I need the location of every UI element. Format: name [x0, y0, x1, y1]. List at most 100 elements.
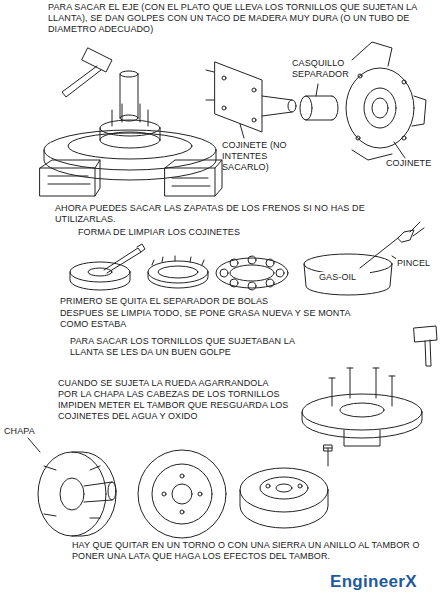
spacer-bushing-part	[300, 96, 312, 120]
ball-cage-part	[216, 258, 288, 288]
instruction-note: CUANDO SE SUJETA LA RUEDA AGARRANDOLA PO…	[58, 378, 290, 422]
part-name: COJINETE (NO INTENTES SACARLO)	[222, 140, 300, 173]
wooden-blocks-part	[40, 168, 95, 196]
ball-cage-part	[230, 259, 238, 267]
bearing-ring-part	[148, 272, 208, 288]
ball-cage-part	[230, 279, 238, 287]
bearing-ring-part	[152, 256, 204, 265]
brake-drum-part	[198, 492, 202, 496]
gas-oil-bowl-part	[304, 264, 392, 295]
bearing-ring	[148, 256, 208, 288]
ball-cage-part	[266, 279, 274, 287]
cut-drum-part	[240, 490, 328, 528]
cut-drum	[240, 468, 328, 528]
brake-drum-plate-part	[44, 150, 216, 180]
hub-flange-part	[252, 118, 256, 122]
leader-lines-part	[240, 124, 244, 138]
hammer-part	[62, 66, 101, 97]
bearing-tray-part	[70, 262, 130, 282]
brake-drum-plate-part	[68, 133, 192, 159]
ball-cage-part	[276, 269, 284, 277]
wooden-tube-part	[120, 115, 138, 121]
gas-oil-bowl-part	[398, 230, 414, 242]
ball-cage	[216, 256, 288, 290]
leader-lines-part	[28, 438, 40, 452]
cut-drum-part	[276, 484, 292, 492]
hub-flange-part	[222, 76, 226, 80]
hammer-part	[82, 48, 112, 72]
instruction-note: PARA SACAR EL EJE (CON EL PLATO QUE LLEV…	[48, 2, 436, 35]
cut-drum-part	[260, 477, 308, 499]
wheel-disc-part	[44, 466, 100, 518]
wheel-disc-part	[108, 482, 116, 500]
brake-drum-plate-part	[100, 132, 160, 148]
leader-lines-part	[394, 142, 405, 158]
leader-lines	[28, 84, 405, 452]
instruction-note: HAY QUE QUITAR EN UN TORNO O CON UNA SIE…	[72, 540, 422, 562]
part-name: PINCEL	[396, 258, 438, 269]
bearing-tray-part	[137, 244, 145, 252]
ball-cage-part	[248, 282, 256, 290]
part-name: CASQUILLO SEPARADOR	[292, 58, 354, 80]
wooden-tube-part	[120, 71, 138, 77]
brake-drum-part	[152, 464, 212, 524]
hammer-2-part	[414, 326, 437, 342]
wheel-disc	[38, 452, 116, 536]
wheel-disc-part	[38, 452, 106, 536]
part-name: GAS-OIL	[318, 272, 370, 283]
hub-flange-part	[215, 62, 262, 132]
spacer-bushing-part	[332, 96, 338, 120]
wooden-tube-part	[120, 74, 138, 118]
hub-with-studs-part	[344, 430, 380, 446]
hub-with-studs-part	[340, 403, 384, 417]
instruction-note: DESPUES SE LIMPIA TODO, SE PONE GRASA NU…	[60, 308, 360, 330]
steering-knuckle-part	[364, 88, 396, 128]
brake-drum	[138, 450, 226, 538]
wooden-blocks-part	[48, 176, 210, 186]
ball-cage-part	[220, 269, 228, 277]
brake-drum-plate	[44, 104, 216, 180]
bearing-tray-part	[104, 248, 141, 273]
steering-knuckle-part	[356, 136, 360, 140]
section-heading: FORMA DE LIMPIAR LOS COJINETES	[78, 227, 298, 238]
hub-flange-part	[252, 88, 256, 92]
leader-lines-part	[316, 84, 318, 96]
steering-knuckle-part	[352, 96, 426, 160]
hub-flange-part	[206, 70, 214, 100]
part-name: CHAPA	[4, 426, 44, 437]
spacer-bushing-part	[306, 96, 332, 120]
brake-drum-part	[162, 492, 166, 496]
steering-knuckle-part	[358, 74, 362, 78]
bearing-tray-part	[70, 272, 130, 290]
cut-drum-part	[298, 484, 302, 488]
brake-drum-part	[138, 450, 226, 538]
bearing-tray	[70, 244, 145, 290]
wooden-blocks	[40, 160, 222, 196]
ball-cage-part	[266, 259, 274, 267]
steering-knuckle-part	[346, 68, 414, 148]
hub-with-studs	[302, 368, 422, 466]
instruction-note: AHORA PUEDES SACAR LAS ZAPATAS DE LOS FR…	[55, 203, 375, 225]
hammer-2	[414, 326, 437, 366]
ball-cage-part	[230, 265, 274, 281]
wooden-blocks-part	[215, 160, 222, 196]
steering-knuckle-part	[352, 42, 392, 66]
hammer	[62, 48, 112, 97]
bearing-ring-part	[158, 266, 198, 278]
steering-knuckle-part	[372, 98, 388, 118]
instruction-note: PARA SACAR LOS TORNILLOS QUE SUJETABAN L…	[70, 336, 295, 358]
hub-with-studs-part	[332, 368, 392, 406]
hub-with-studs-part	[329, 368, 395, 378]
gas-oil-bowl-part	[410, 222, 424, 236]
gas-oil-bowl-part	[360, 238, 398, 268]
watermark: EngineerX	[330, 572, 440, 592]
hub-flange-part	[222, 106, 226, 110]
brake-drum-part	[172, 484, 192, 504]
steering-knuckle-part	[402, 80, 406, 84]
part-name: COJINETE	[386, 158, 438, 169]
gas-oil-bowl-part	[304, 254, 392, 274]
ball-cage-part	[248, 256, 256, 264]
wooden-tube	[120, 71, 138, 121]
brake-drum-plate-part	[112, 104, 148, 126]
